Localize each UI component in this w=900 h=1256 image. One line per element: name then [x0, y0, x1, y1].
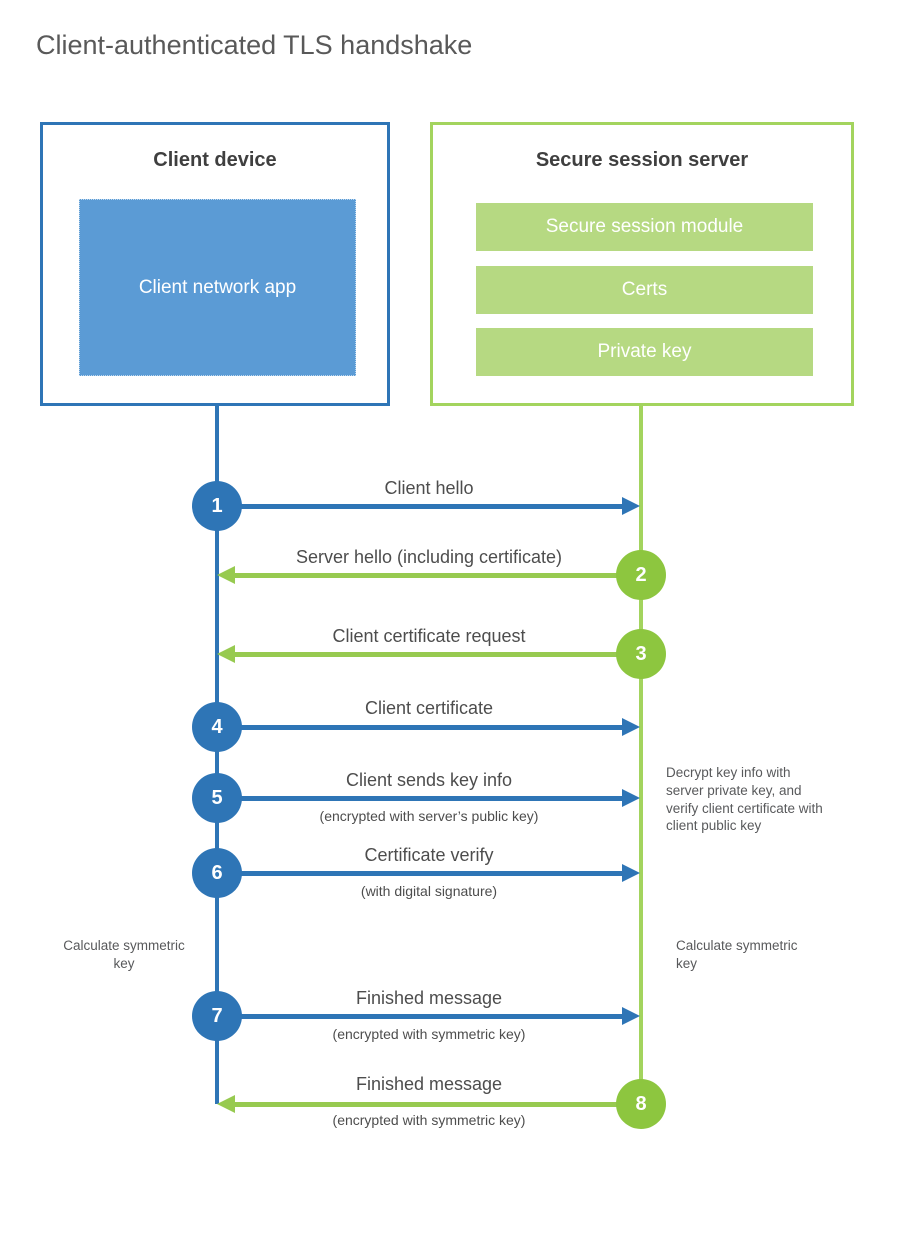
- decrypt-key-note: Decrypt key info with server private key…: [666, 765, 823, 834]
- message-label-5: Client sends key info: [345, 770, 513, 790]
- message-arrow-8: [235, 1102, 641, 1107]
- message-arrow-2: [235, 573, 641, 578]
- message-arrow-4: [217, 725, 624, 730]
- message-label-3: Client certificate request: [332, 626, 526, 646]
- arrow-head-left-icon: [217, 566, 235, 584]
- step-circle-5: 5: [192, 773, 242, 823]
- client-device-title: Client device: [153, 149, 277, 171]
- server-title: Secure session server: [535, 149, 749, 171]
- step-circle-7: 7: [192, 991, 242, 1041]
- step-number: 7: [211, 1004, 223, 1027]
- arrow-head-right-icon: [622, 789, 640, 807]
- step-number: 8: [635, 1092, 647, 1115]
- server-module-private-key: Private key: [476, 328, 813, 376]
- step-circle-1: 1: [192, 481, 242, 531]
- message-label-7: Finished message: [355, 988, 503, 1008]
- calculate-symmetric-key-note-server: Calculate symmetric key: [676, 938, 798, 971]
- step-number: 2: [635, 563, 647, 586]
- client-network-app-label: Client network app: [138, 276, 297, 298]
- step-circle-2: 2: [616, 550, 666, 600]
- calculate-symmetric-key-note-client: Calculate symmetric key: [63, 938, 185, 971]
- message-arrow-6: [217, 871, 624, 876]
- message-arrow-3: [235, 652, 641, 657]
- server-box: Secure session server Secure session mod…: [430, 122, 854, 406]
- message-label-8: Finished message: [355, 1074, 503, 1094]
- message-sublabel-6: (with digital signature): [360, 883, 498, 899]
- client-lifeline: [215, 405, 219, 1104]
- message-label-6: Certificate verify: [364, 845, 494, 865]
- message-label-1: Client hello: [384, 478, 474, 498]
- message-sublabel-5: (encrypted with server’s public key): [319, 808, 539, 824]
- message-arrow-1: [217, 504, 624, 509]
- message-sublabel-7: (encrypted with symmetric key): [332, 1026, 526, 1042]
- step-circle-3: 3: [616, 629, 666, 679]
- message-label-2: Server hello (including certificate): [295, 547, 563, 567]
- arrow-head-left-icon: [217, 645, 235, 663]
- step-number: 5: [211, 786, 223, 809]
- client-device-box: Client device Client network app: [40, 122, 390, 406]
- message-arrow-7: [217, 1014, 624, 1019]
- server-module-certs: Certs: [476, 266, 813, 314]
- arrow-head-right-icon: [622, 718, 640, 736]
- arrow-head-right-icon: [622, 1007, 640, 1025]
- message-arrow-5: [217, 796, 624, 801]
- step-number: 6: [211, 861, 223, 884]
- server-module-secure-session: Secure session module: [476, 203, 813, 251]
- step-circle-6: 6: [192, 848, 242, 898]
- arrow-head-left-icon: [217, 1095, 235, 1113]
- diagram-title: Client-authenticated TLS handshake: [36, 30, 473, 60]
- step-circle-4: 4: [192, 702, 242, 752]
- arrow-head-right-icon: [622, 497, 640, 515]
- step-circle-8: 8: [616, 1079, 666, 1129]
- server-lifeline: [639, 405, 643, 1104]
- client-network-app-box: Client network app: [79, 199, 356, 376]
- arrow-head-right-icon: [622, 864, 640, 882]
- step-number: 1: [211, 494, 223, 517]
- message-label-4: Client certificate: [364, 698, 494, 718]
- step-number: 3: [635, 642, 647, 665]
- message-sublabel-8: (encrypted with symmetric key): [332, 1112, 526, 1128]
- step-number: 4: [211, 715, 223, 738]
